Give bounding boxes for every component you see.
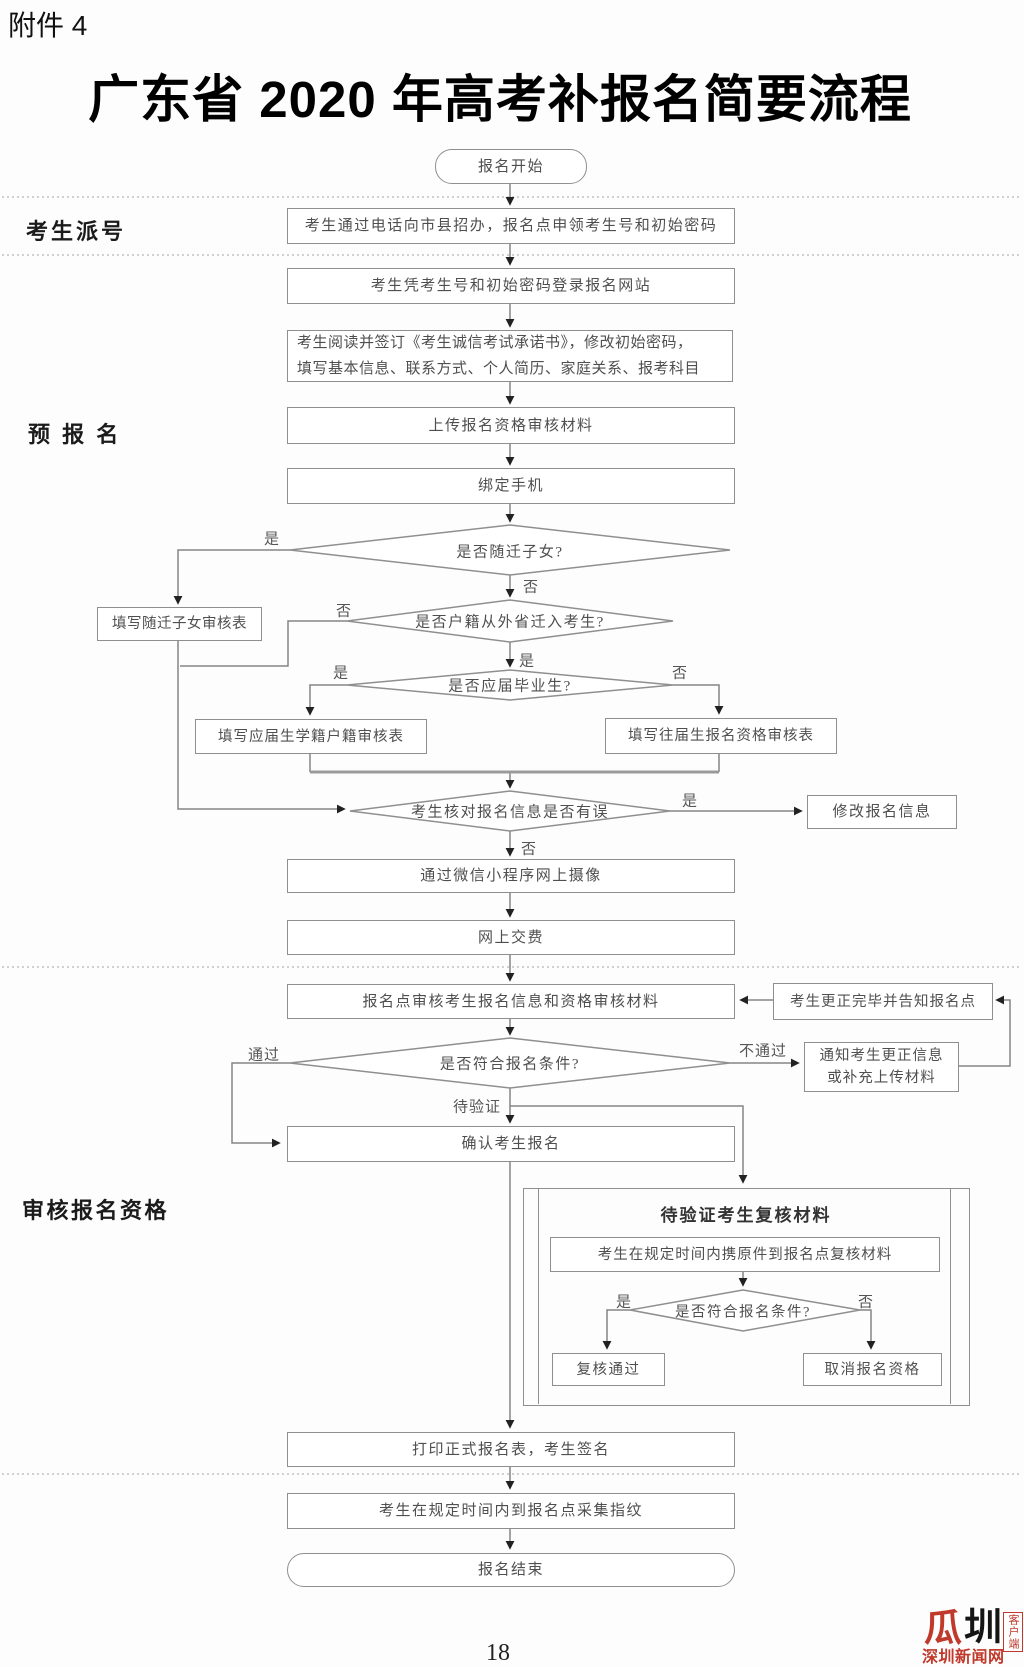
- edge-label-yes-hukou: 是: [518, 653, 536, 670]
- page-number: 18: [486, 1640, 510, 1666]
- node-recheck-bring-originals: 考生在规定时间内携原件到报名点复核材料: [550, 1237, 940, 1272]
- recheck-group: [523, 1188, 970, 1406]
- node-form-migrant: 填写随迁子女审核表: [97, 607, 262, 641]
- recheck-group-title: 待验证考生复核材料: [660, 1206, 832, 1225]
- node-site-review: 报名点审核考生报名信息和资格审核材料: [287, 984, 735, 1019]
- node-upload-materials: 上传报名资格审核材料: [287, 407, 735, 444]
- edge-label-yes-recheck: 是: [615, 1294, 633, 1311]
- node-read-sign: 考生阅读并签订《考生诚信考试承诺书》，修改初始密码， 填写基本信息、联系方式、个…: [287, 330, 733, 382]
- edge-label-yes-infocheck: 是: [681, 793, 699, 810]
- node-wechat-photo: 通过微信小程序网上摄像: [287, 859, 735, 893]
- page-title: 广东省 2020 年高考补报名简要流程: [88, 71, 912, 128]
- node-form-former-student: 填写往届生报名资格审核表: [605, 718, 837, 754]
- edge-label-yes-current: 是: [332, 665, 350, 682]
- node-start: 报名开始: [435, 149, 587, 184]
- section-label-review: 审核报名资格: [22, 1198, 170, 1223]
- node-corrected-notice: 考生更正完毕并告知报名点: [773, 983, 993, 1020]
- node-modify-info: 修改报名信息: [807, 795, 957, 829]
- edge-label-fail: 不通过: [738, 1043, 788, 1060]
- decision-info-check: 考生核对报名信息是否有误: [410, 804, 610, 821]
- node-collect-fingerprint: 考生在规定时间内到报名点采集指纹: [287, 1493, 735, 1529]
- node-form-current-student: 填写应届生学籍户籍审核表: [195, 719, 427, 754]
- decision-current-graduate: 是否应届毕业生?: [448, 678, 572, 695]
- edge-label-pass: 通过: [247, 1047, 281, 1064]
- edge-label-no-infocheck: 否: [520, 841, 538, 858]
- node-notify-correction: 通知考生更正信息 或补充上传材料: [804, 1042, 959, 1092]
- node-get-number: 考生通过电话向市县招办，报名点申领考生号和初始密码: [287, 208, 735, 244]
- edge-label-pending-verify: 待验证: [452, 1099, 502, 1116]
- decision-migrant-children: 是否随迁子女?: [456, 544, 564, 561]
- decision-meet-requirements-2: 是否符合报名条件?: [675, 1304, 811, 1321]
- node-login: 考生凭考生号和初始密码登录报名网站: [287, 268, 735, 304]
- logo-gua-glyph: 瓜: [924, 1608, 963, 1650]
- recheck-group-inner-left-line: [538, 1188, 539, 1404]
- edge-label-no-current: 否: [671, 665, 689, 682]
- section-label-preregister: 预 报 名: [28, 422, 122, 447]
- node-confirm-registration: 确认考生报名: [287, 1126, 735, 1162]
- decision-hukou-moved: 是否户籍从外省迁入考生?: [415, 614, 605, 631]
- attachment-label: 附件 4: [8, 10, 88, 41]
- edge-label-yes-migrant: 是: [263, 531, 281, 548]
- logo-client-badge: 客户端: [1003, 1612, 1023, 1652]
- node-pay-online: 网上交费: [287, 920, 735, 955]
- node-print-and-sign: 打印正式报名表，考生签名: [287, 1432, 735, 1467]
- node-recheck-pass: 复核通过: [552, 1353, 665, 1386]
- logo-site-name: 深圳新闻网: [922, 1649, 1005, 1666]
- edge-label-no-recheck: 否: [857, 1294, 875, 1311]
- node-cancel-qualification: 取消报名资格: [803, 1353, 942, 1386]
- edge-label-no-hukou: 否: [335, 603, 353, 620]
- recheck-group-inner-right-line: [950, 1188, 951, 1404]
- logo-zhen-glyph: 圳: [964, 1607, 1003, 1649]
- section-label-dispatch: 考生派号: [26, 219, 127, 244]
- logo-client-text: 客户端: [1007, 1614, 1019, 1650]
- footer-logo: 瓜 圳 客户端 深圳新闻网: [920, 1608, 1024, 1667]
- edge-label-no-migrant: 否: [522, 579, 540, 596]
- decision-meet-requirements: 是否符合报名条件?: [439, 1056, 581, 1073]
- node-bind-phone: 绑定手机: [287, 468, 735, 504]
- node-end: 报名结束: [287, 1553, 735, 1587]
